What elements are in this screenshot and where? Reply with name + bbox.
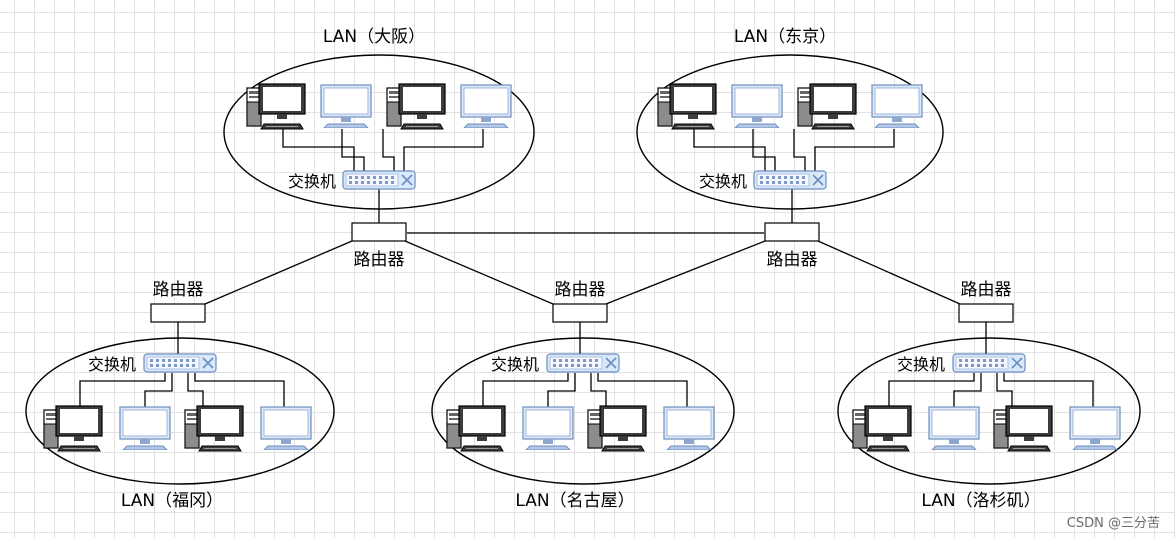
switch-icon — [753, 170, 827, 190]
lan-tokyo: 交换机 LAN（东京） — [636, 27, 944, 210]
desktop-pc-icon — [184, 405, 244, 452]
switch-label: 交换机 — [491, 355, 539, 374]
lan-boundary — [223, 54, 535, 210]
lan-label: LAN（福冈） — [121, 491, 223, 511]
switch-icon — [143, 353, 217, 373]
router-box — [958, 303, 1014, 323]
desktop-pc-icon — [386, 83, 446, 130]
switch-label: 交换机 — [699, 172, 747, 191]
lan-boundary — [636, 54, 944, 210]
router-fukuoka: 路由器 — [150, 280, 206, 323]
switch-icon — [546, 353, 620, 373]
router-box — [764, 222, 820, 242]
switch-label: 交换机 — [288, 172, 336, 191]
router-label: 路由器 — [555, 280, 606, 300]
monitor-icon — [460, 84, 512, 128]
link-nagoya-tokyo-router — [605, 240, 766, 305]
lan-label: LAN（大阪） — [323, 27, 425, 47]
desktop-pc-icon — [246, 83, 306, 130]
lan-fukuoka: 交换机 LAN（福冈） — [25, 337, 335, 511]
link-osaka-nagoya-router — [404, 240, 554, 305]
desktop-pc-icon — [797, 83, 857, 130]
switch-icon — [342, 170, 416, 190]
watermark: CSDN @三分苦 — [1067, 515, 1160, 531]
monitor-icon — [1069, 406, 1121, 450]
desktop-pc-icon — [587, 405, 647, 452]
monitor-icon — [928, 406, 980, 450]
switch-label: 交换机 — [88, 355, 136, 374]
monitor-icon — [871, 84, 923, 128]
lan-boundary — [431, 337, 735, 485]
monitor-icon — [522, 406, 574, 450]
lan-wiring — [282, 129, 484, 171]
router-label: 路由器 — [153, 280, 204, 300]
lan-boundary — [837, 337, 1141, 485]
router-osaka: 路由器 — [351, 222, 407, 270]
lan-nagoya: 交换机 LAN（名古屋） — [431, 337, 735, 511]
router-label: 路由器 — [354, 250, 405, 270]
router-label: 路由器 — [767, 250, 818, 270]
lan-label: LAN（东京） — [734, 27, 836, 47]
lan-wiring — [482, 373, 688, 408]
router-tokyo: 路由器 — [764, 222, 820, 270]
lan-wiring — [79, 373, 285, 408]
desktop-pc-icon — [657, 83, 717, 130]
monitor-icon — [260, 406, 312, 450]
link-fukuoka-osaka-router — [204, 240, 353, 305]
lan-wiring — [693, 129, 895, 171]
switch-label: 交换机 — [897, 355, 945, 374]
desktop-pc-icon — [852, 405, 912, 452]
lan-boundary — [25, 337, 335, 485]
desktop-pc-icon — [446, 405, 506, 452]
router-nagoya: 路由器 — [552, 280, 608, 323]
router-los-angeles: 路由器 — [958, 280, 1014, 323]
lan-label: LAN（洛杉矶） — [921, 491, 1040, 511]
monitor-icon — [731, 84, 783, 128]
router-box — [552, 303, 608, 323]
monitor-icon — [320, 84, 372, 128]
desktop-pc-icon — [993, 405, 1053, 452]
monitor-icon — [663, 406, 715, 450]
monitor-icon — [119, 406, 171, 450]
router-links — [177, 179, 987, 355]
router-box — [351, 222, 407, 242]
switch-icon — [952, 353, 1026, 373]
lan-label: LAN（名古屋） — [515, 491, 634, 511]
lan-wiring — [888, 373, 1094, 408]
desktop-pc-icon — [43, 405, 103, 452]
lan-los-angeles: 交换机 LAN（洛杉矶） — [837, 337, 1141, 511]
link-tokyo-la-router — [817, 240, 961, 305]
router-box — [150, 303, 206, 323]
router-label: 路由器 — [961, 280, 1012, 300]
lan-osaka: 交换机 LAN（大阪） — [223, 27, 535, 210]
